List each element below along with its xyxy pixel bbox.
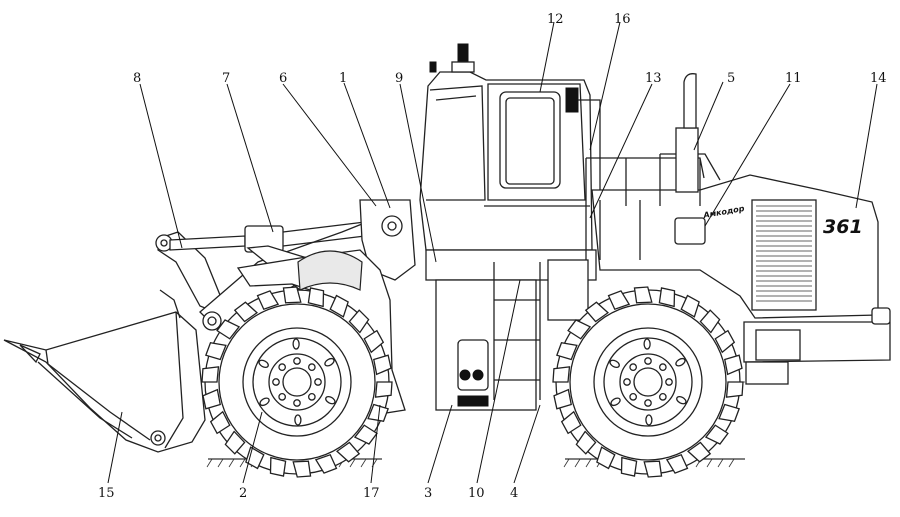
callout-1: 1 xyxy=(339,71,347,86)
callout-5: 5 xyxy=(727,71,735,86)
leader-lines xyxy=(107,21,878,484)
rear-wheel xyxy=(552,286,744,478)
callout-7: 7 xyxy=(222,71,230,86)
callout-3: 3 xyxy=(424,486,432,501)
callout-10: 10 xyxy=(468,486,485,501)
articulation-and-steps xyxy=(425,249,597,411)
callout-13: 13 xyxy=(645,71,662,86)
callout-12: 12 xyxy=(547,12,564,27)
callout-9: 9 xyxy=(395,71,403,86)
counterweight xyxy=(743,307,891,385)
callout-6: 6 xyxy=(279,71,287,86)
model-badge: 361 xyxy=(823,216,863,238)
callout-8: 8 xyxy=(133,71,141,86)
engine-hood xyxy=(585,73,879,319)
front-wheel xyxy=(201,286,393,478)
callout-2: 2 xyxy=(239,486,247,501)
callout-4: 4 xyxy=(510,486,518,501)
cab xyxy=(419,43,601,251)
callouts: 1 2 3 4 5 6 7 8 9 10 11 12 13 14 15 16 1… xyxy=(98,12,887,501)
callout-11: 11 xyxy=(785,71,802,86)
callout-15: 15 xyxy=(98,486,115,501)
callout-17: 17 xyxy=(363,486,380,501)
callout-16: 16 xyxy=(614,12,631,27)
front-frame xyxy=(236,249,406,415)
bucket xyxy=(3,289,206,453)
callout-14: 14 xyxy=(870,71,887,86)
